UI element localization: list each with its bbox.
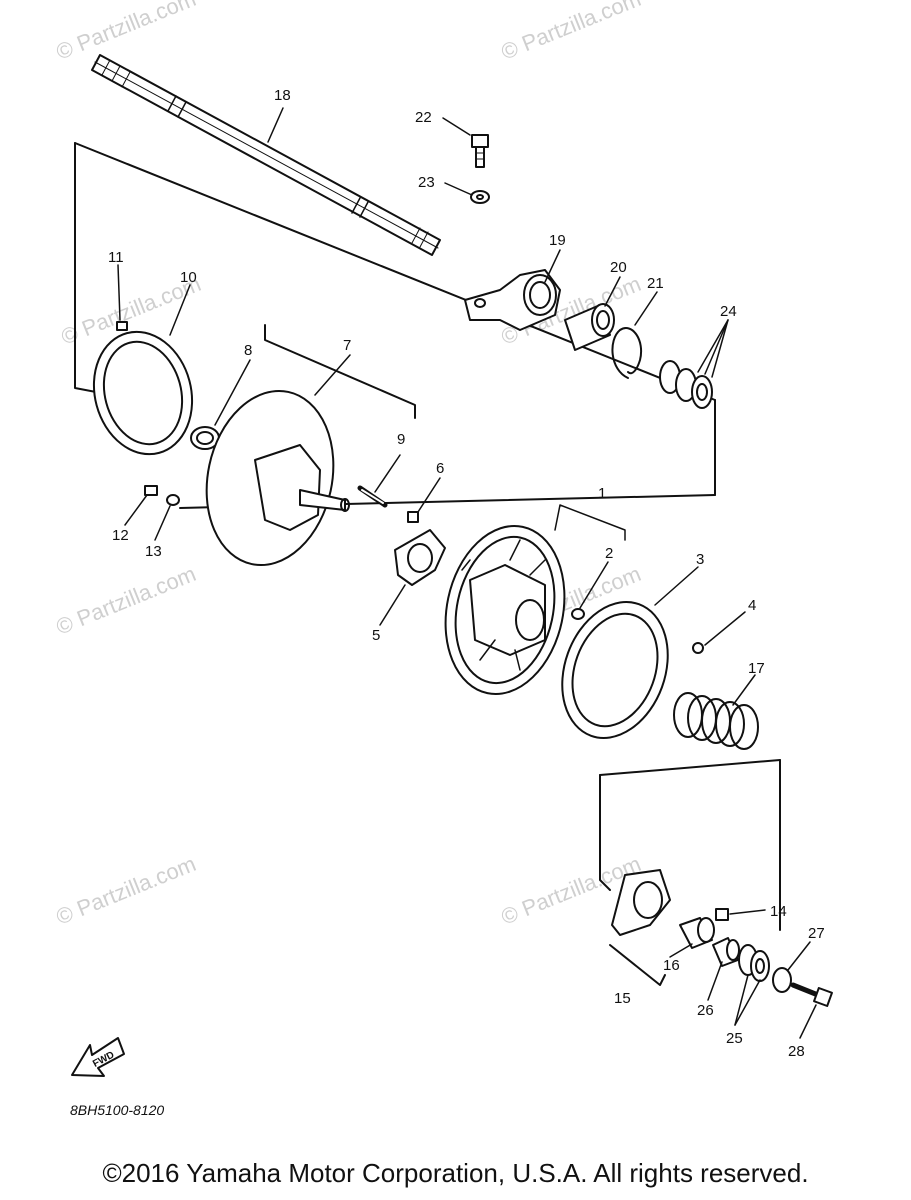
copyright-notice: ©2016 Yamaha Motor Corporation, U.S.A. A… — [102, 1158, 809, 1188]
cap-15 — [611, 869, 671, 936]
part-label-11: 11 — [108, 249, 124, 266]
part-label-22: 22 — [415, 109, 432, 126]
part-label-21: 21 — [647, 275, 664, 292]
circlip-21 — [611, 327, 643, 379]
part-label-16: 16 — [663, 957, 680, 974]
part-label-10: 10 — [180, 269, 197, 286]
watermark: © Partzilla.com — [498, 0, 645, 65]
part-label-15: 15 — [614, 990, 631, 1007]
bracket-15 — [609, 944, 666, 986]
bushing-16 — [679, 917, 715, 949]
shaft-18 — [91, 54, 441, 256]
diagram-code: 8BH5100-8120 — [70, 1102, 164, 1118]
plate-disc-right — [561, 601, 669, 739]
part-label-14: 14 — [770, 903, 787, 920]
fixed-sheave-7 — [205, 389, 350, 567]
watermark: © Partzilla.com — [53, 0, 200, 65]
watermark: © Partzilla.com — [53, 851, 200, 930]
part-label-1: 1 — [598, 485, 606, 502]
part-label-24: 24 — [720, 303, 737, 320]
bearing-20 — [564, 303, 615, 351]
exploded-view-outline — [599, 759, 781, 776]
gasket-5 — [394, 529, 446, 586]
part-label-2: 2 — [605, 545, 613, 562]
screw-4 — [692, 642, 704, 654]
screw-11 — [116, 321, 128, 331]
part-label-20: 20 — [610, 259, 627, 276]
bolt-12 — [144, 485, 158, 496]
bearing-housing-19 — [464, 269, 561, 331]
bolt-28 — [790, 982, 833, 1007]
plate-disc-left — [92, 330, 194, 456]
exploded-view-outline — [74, 142, 716, 401]
screw-6 — [407, 511, 419, 523]
watermark: © Partzilla.com — [53, 561, 200, 640]
part-label-27: 27 — [808, 925, 825, 942]
part-label-17: 17 — [748, 660, 765, 677]
washer-27 — [772, 967, 792, 993]
part-label-13: 13 — [145, 543, 162, 560]
nut-14 — [715, 908, 729, 921]
washer-23 — [470, 190, 490, 204]
spring-17 — [673, 692, 759, 750]
washers-25 — [738, 944, 770, 982]
part-label-28: 28 — [788, 1043, 805, 1060]
fwd-arrow-icon: FWD — [71, 1037, 125, 1077]
exploded-view-outline — [599, 774, 611, 891]
washers-24 — [659, 360, 713, 409]
part-label-23: 23 — [418, 174, 435, 191]
part-labels: 18 22 23 19 20 21 24 11 10 8 7 9 6 12 13… — [108, 87, 825, 1060]
watermarks: © Partzilla.com © Partzilla.com © Partzi… — [53, 0, 645, 930]
part-label-7: 7 — [343, 337, 351, 354]
nut-2 — [571, 608, 585, 620]
part-label-4: 4 — [748, 597, 756, 614]
collar-26 — [712, 937, 740, 967]
leader-lines — [117, 107, 817, 1039]
part-label-3: 3 — [696, 551, 704, 568]
part-label-18: 18 — [274, 87, 291, 104]
part-label-25: 25 — [726, 1030, 743, 1047]
bolt-22 — [471, 134, 489, 168]
movable-sheave-1 — [444, 524, 566, 696]
part-label-19: 19 — [549, 232, 566, 249]
part-label-12: 12 — [112, 527, 129, 544]
part-label-8: 8 — [244, 342, 252, 359]
part-label-5: 5 — [372, 627, 380, 644]
pin-9 — [357, 485, 388, 508]
bracket-8-9 — [264, 324, 416, 419]
part-label-26: 26 — [697, 1002, 714, 1019]
part-label-6: 6 — [436, 460, 444, 477]
part-label-9: 9 — [397, 431, 405, 448]
washer-13 — [166, 494, 180, 506]
